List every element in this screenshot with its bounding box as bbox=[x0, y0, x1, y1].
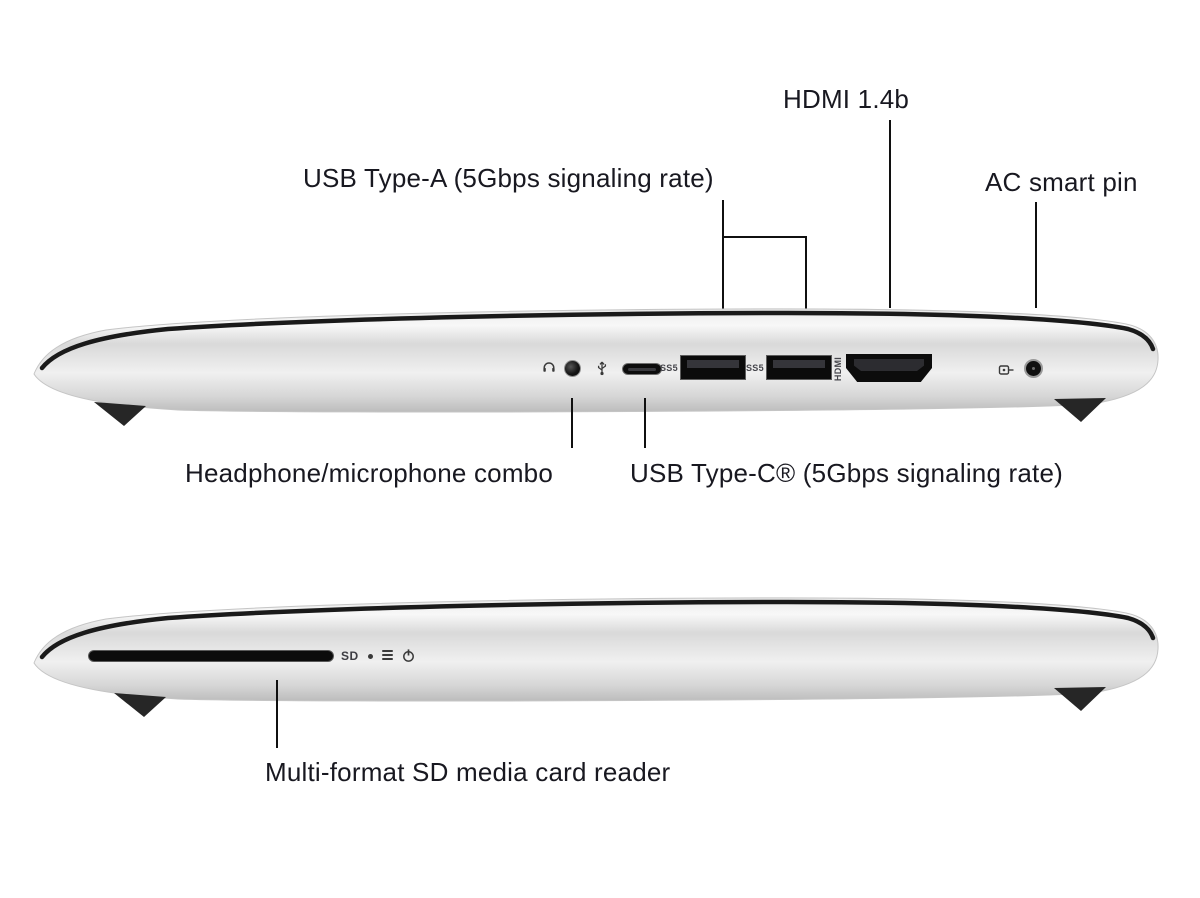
usb-trident-icon bbox=[597, 361, 607, 376]
usb-a-callout-line-left bbox=[722, 200, 724, 310]
laptop-right-side-profile bbox=[33, 308, 1159, 426]
usb-a-1-superspeed-marking: SS5 bbox=[660, 363, 678, 373]
ac-smart-pin-port bbox=[1024, 359, 1043, 378]
sd-card-slot bbox=[88, 650, 334, 662]
usb-c-port-inner bbox=[628, 368, 656, 371]
usb-a-port-1 bbox=[680, 355, 746, 380]
media-stack-icon bbox=[382, 650, 394, 662]
usb-c-callout-line bbox=[644, 398, 646, 448]
ac-pin-center bbox=[1032, 367, 1035, 370]
power-icon bbox=[403, 649, 414, 662]
ac-adapter-icon bbox=[998, 365, 1014, 375]
headphone-callout-label: Headphone/microphone combo bbox=[185, 458, 553, 488]
headset-icon bbox=[543, 362, 555, 372]
ac-smart-pin-callout-label: AC smart pin bbox=[985, 167, 1138, 197]
usb-a-callout-line-right bbox=[805, 236, 807, 310]
usb-a-port-2 bbox=[766, 355, 832, 380]
hdmi-callout-line bbox=[889, 120, 891, 308]
laptop-body-shape bbox=[33, 308, 1159, 413]
headphone-callout-line bbox=[571, 398, 573, 448]
headphone-jack-port bbox=[564, 360, 581, 377]
usb-a-2-tongue bbox=[773, 360, 825, 368]
hdmi-port bbox=[846, 354, 932, 382]
led-indicator-dot-icon bbox=[368, 654, 373, 659]
usb-c-callout-label: USB Type-C® (5Gbps signaling rate) bbox=[630, 458, 1063, 488]
hdmi-port-inner bbox=[854, 359, 924, 371]
lid-seam-line bbox=[39, 599, 1156, 660]
right-rubber-foot bbox=[1054, 687, 1106, 711]
right-rubber-foot bbox=[1054, 398, 1106, 422]
sd-callout-line bbox=[276, 680, 278, 748]
left-rubber-foot bbox=[114, 693, 166, 717]
hdmi-port-marking: HDMI bbox=[833, 356, 844, 382]
laptop-body-shape bbox=[33, 597, 1159, 702]
usb-a-callout-line-connector bbox=[722, 236, 807, 238]
hdmi-callout-label: HDMI 1.4b bbox=[783, 84, 910, 114]
ac-callout-line bbox=[1035, 202, 1037, 308]
laptop-left-side-profile bbox=[33, 597, 1159, 717]
usb-a-2-superspeed-marking: SS5 bbox=[746, 363, 764, 373]
usb-a-1-tongue bbox=[687, 360, 739, 368]
usb-c-port bbox=[622, 363, 662, 375]
usb-a-callout-label: USB Type-A (5Gbps signaling rate) bbox=[303, 163, 714, 193]
left-rubber-foot bbox=[94, 402, 146, 426]
sd-callout-label: Multi-format SD media card reader bbox=[265, 757, 671, 787]
sd-slot-marking: SD bbox=[341, 649, 359, 663]
lid-seam-line bbox=[39, 310, 1156, 371]
